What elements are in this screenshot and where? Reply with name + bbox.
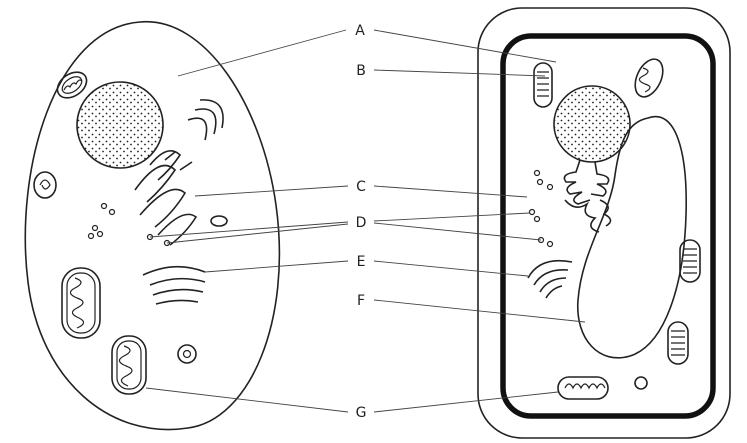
animal-endoplasmic-reticulum [135, 151, 196, 245]
label-b: B [356, 63, 366, 79]
plant-mitochondrion-top [630, 55, 669, 101]
plant-nucleus [554, 86, 630, 162]
plant-mitochondrion-bottom [558, 377, 608, 399]
animal-cell [25, 22, 279, 430]
label-d: D [356, 215, 367, 231]
animal-golgi-top [188, 100, 223, 140]
animal-mitochondrion-bottom [112, 336, 146, 394]
plant-golgi-apparatus [528, 261, 572, 298]
plant-vesicle [635, 377, 647, 389]
animal-centriole [178, 345, 196, 363]
animal-golgi-apparatus [143, 267, 205, 304]
label-f: F [357, 293, 365, 309]
plant-cell-wall-outer [478, 8, 730, 438]
animal-lysosome [34, 172, 56, 198]
plant-small-vesicles [530, 171, 553, 247]
label-e: E [357, 254, 366, 270]
animal-cell-membrane [25, 22, 279, 430]
plant-endoplasmic-reticulum [564, 160, 610, 232]
plant-cell [478, 8, 730, 438]
animal-mitochondrion-small [53, 67, 92, 103]
animal-vesicle [211, 216, 227, 226]
labels: A B C D E F G [355, 23, 366, 421]
label-g: G [356, 405, 367, 421]
label-c: C [356, 179, 366, 195]
plant-chloroplast-right-upper [680, 240, 700, 282]
animal-nucleus [77, 82, 163, 168]
animal-mitochondrion-left [62, 268, 100, 338]
plant-chloroplast-top [534, 63, 552, 107]
label-a: A [355, 23, 365, 39]
plant-chloroplast-right-lower [668, 322, 688, 364]
